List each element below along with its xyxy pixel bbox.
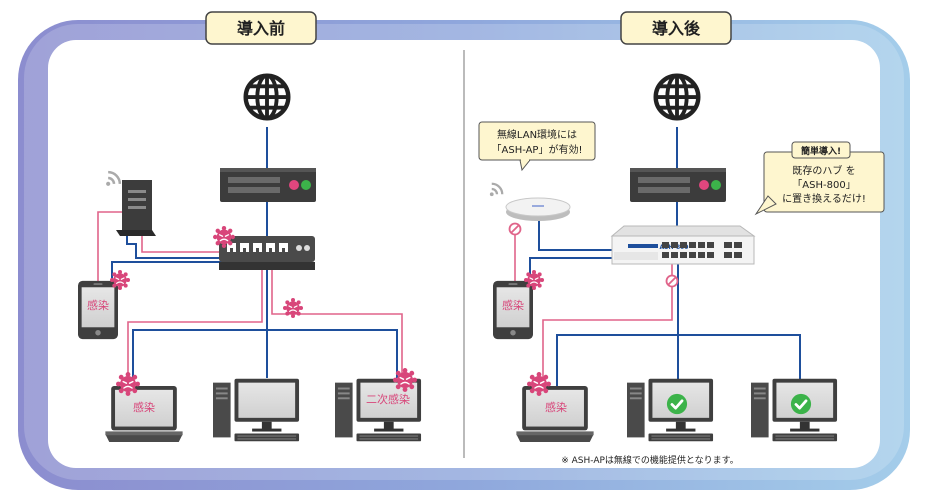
callout-easy-tag: 簡単導入! [801, 145, 841, 157]
before-title-tab: 導入前 [205, 11, 317, 45]
before-title: 導入前 [237, 19, 285, 38]
callout-replace-line2: 「ASH-800」 [792, 179, 855, 191]
globe-icon [647, 67, 707, 127]
pc-secondary-infection-label: 二次感染 [366, 392, 410, 406]
virus-icon [524, 270, 544, 290]
after-infection-paths [514, 234, 673, 392]
callout-ash-ap-line2: 「ASH-AP」が有効! [492, 143, 583, 156]
globe-icon [237, 67, 297, 127]
blocked-icon [508, 222, 522, 236]
wireless-ap [488, 182, 571, 221]
callout-ash-ap-line1: 無線LAN環境には [497, 128, 577, 141]
before-blue-links [111, 120, 398, 392]
after-title: 導入後 [652, 19, 701, 38]
router-icon [220, 168, 316, 202]
checkmark-icon [790, 393, 812, 415]
desktop-secondary-infected: 二次感染 [335, 368, 422, 442]
virus-icon [283, 298, 303, 318]
laptop-infected: 感染 [105, 372, 183, 442]
before-panel: 感染 感染 二次感染 [78, 67, 422, 442]
virus-icon [213, 226, 235, 248]
smartphone-infected-label-after: 感染 [502, 298, 524, 312]
laptop-infected-label-after: 感染 [545, 400, 567, 414]
smartphone-infected-label: 感染 [87, 298, 109, 312]
virus-icon [527, 372, 551, 396]
laptop-icon [105, 386, 183, 442]
laptop-icon [516, 386, 594, 442]
callout-replace-line1: 既存のハブ を [792, 164, 855, 177]
wireless-router-icon [116, 180, 156, 236]
virus-icon [116, 372, 140, 396]
callout-ash-ap: 無線LAN環境には 「ASH-AP」が有効! [478, 121, 596, 172]
blocked-icon [665, 274, 679, 288]
ash-800-switch: ASH-800 [610, 225, 756, 265]
callout-replace-hub: 簡単導入! 既存のハブ を 「ASH-800」 に置き換えるだけ! [754, 141, 885, 216]
footnote: ※ ASH-APは無線での機能提供となります。 [561, 454, 739, 466]
laptop-infected-after: 感染 [516, 372, 594, 442]
smartphone-infected: 感染 [78, 270, 130, 340]
callout-replace-line3: に置き換えるだけ! [782, 193, 866, 205]
switch-logo [628, 244, 658, 248]
after-title-tab: 導入後 [620, 11, 732, 45]
router-icon [630, 168, 726, 202]
laptop-infected-label: 感染 [133, 400, 155, 414]
before-infection-paths [97, 211, 403, 392]
virus-icon [393, 368, 417, 392]
virus-icon [110, 270, 130, 290]
after-panel: ASH-800 感染 感染 [478, 67, 885, 466]
smartphone-infected-after: 感染 [493, 270, 544, 340]
checkmark-icon [666, 393, 688, 415]
wireless-ap-icon [532, 205, 544, 207]
hub-icon [219, 236, 315, 270]
